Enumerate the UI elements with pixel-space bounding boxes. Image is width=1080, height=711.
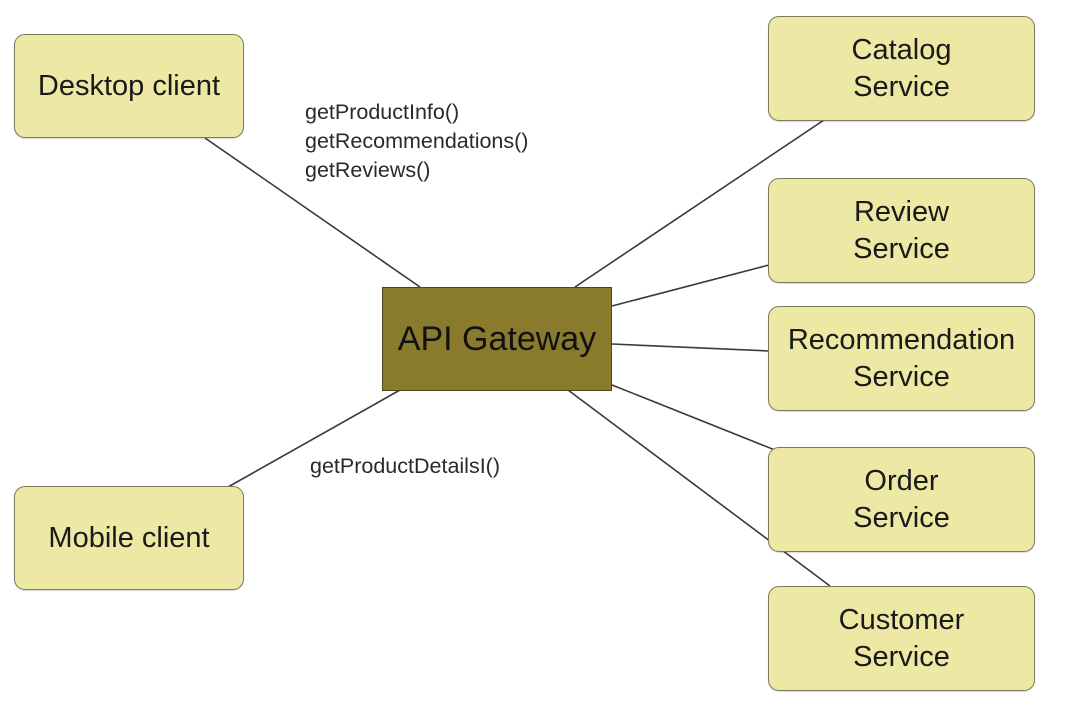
- connector-mobile-gateway: [227, 389, 401, 488]
- connector-gateway-customer: [567, 389, 831, 587]
- desktop-client-label: Desktop client: [37, 69, 221, 102]
- customer-service-node: Customer Service: [768, 586, 1035, 691]
- connector-gateway-recommendation: [611, 343, 770, 352]
- desktop-call: getProductInfo(): [305, 100, 460, 124]
- api-gateway-node: API Gateway: [382, 287, 612, 391]
- review-service-line2: Service: [853, 232, 950, 265]
- catalog-service-line2: Service: [853, 70, 950, 103]
- desktop-client-node: Desktop client: [14, 34, 244, 138]
- connector-gateway-catalog: [574, 119, 825, 288]
- review-service-line1: Review: [853, 195, 950, 228]
- desktop-calls-annotation: getProductInfo() getRecommendations() ge…: [305, 98, 528, 185]
- recommendation-service-node: Recommendation Service: [768, 306, 1035, 411]
- mobile-calls-annotation: getProductDetailsI(): [310, 452, 500, 481]
- desktop-call: getReviews(): [305, 158, 431, 182]
- catalog-service-line1: Catalog: [851, 33, 952, 66]
- mobile-client-node: Mobile client: [14, 486, 244, 590]
- order-service-line1: Order: [864, 464, 939, 497]
- customer-service-line2: Service: [853, 640, 950, 673]
- desktop-call: getRecommendations(): [305, 129, 529, 153]
- recommendation-service-line2: Service: [853, 360, 950, 393]
- order-service-line2: Service: [853, 501, 950, 534]
- recommendation-service-line1: Recommendation: [787, 323, 1016, 356]
- customer-service-line1: Customer: [838, 603, 965, 636]
- catalog-service-node: Catalog Service: [768, 16, 1035, 121]
- review-service-node: Review Service: [768, 178, 1035, 283]
- api-gateway-label: API Gateway: [397, 319, 597, 358]
- connector-gateway-order: [611, 384, 776, 451]
- mobile-call: getProductDetailsI(): [310, 454, 500, 478]
- connector-gateway-review: [611, 264, 770, 307]
- order-service-node: Order Service: [768, 447, 1035, 552]
- mobile-client-label: Mobile client: [48, 521, 210, 554]
- connector-desktop-gateway: [204, 137, 421, 288]
